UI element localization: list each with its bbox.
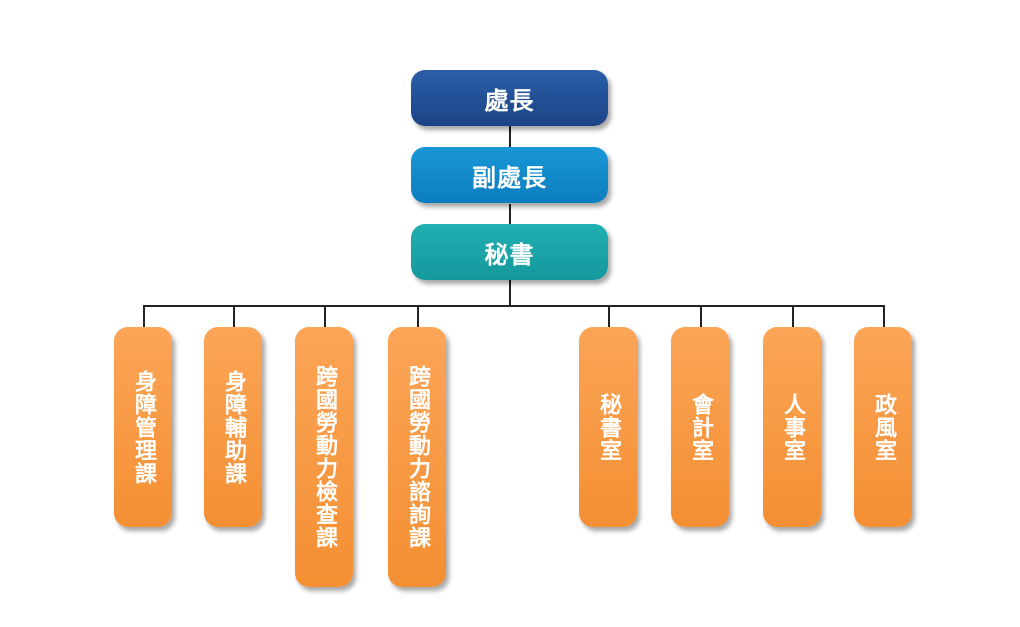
drop-line-7 [792, 305, 794, 329]
unit-secretariat-office: 秘書室 [579, 327, 637, 527]
drop-line-2 [233, 305, 235, 329]
unit-personnel-office: 人事室 [763, 327, 821, 527]
director-node: 處長 [411, 70, 608, 126]
deputy-director-label: 副處長 [472, 163, 547, 192]
deputy-director-node: 副處長 [411, 147, 608, 203]
drop-line-1 [143, 305, 145, 329]
unit-label: 身障輔助課 [221, 369, 246, 485]
unit-label: 身障管理課 [131, 369, 156, 485]
connector-director-deputy [509, 126, 511, 147]
horizontal-bus [143, 305, 885, 307]
drop-line-4 [417, 305, 419, 329]
unit-disability-assistance: 身障輔助課 [204, 327, 262, 527]
unit-label: 跨國勞動力諮詢課 [405, 365, 430, 549]
connector-secretary-bus [509, 280, 511, 306]
drop-line-8 [883, 305, 885, 329]
director-label: 處長 [484, 86, 535, 115]
drop-line-3 [324, 305, 326, 329]
unit-cross-border-labor-consultation: 跨國勞動力諮詢課 [388, 327, 446, 587]
unit-accounting-office: 會計室 [671, 327, 729, 527]
drop-line-6 [700, 305, 702, 329]
unit-cross-border-labor-inspection: 跨國勞動力檢查課 [295, 327, 353, 587]
unit-disability-management: 身障管理課 [114, 327, 172, 527]
unit-label: 會計室 [688, 392, 713, 462]
drop-line-5 [608, 305, 610, 329]
secretary-label: 秘書 [484, 240, 535, 269]
connector-deputy-secretary [509, 204, 511, 224]
unit-label: 人事室 [780, 392, 805, 462]
unit-ethics-office: 政風室 [854, 327, 912, 527]
unit-label: 秘書室 [596, 392, 621, 462]
secretary-node: 秘書 [411, 224, 608, 280]
unit-label: 跨國勞動力檢查課 [312, 365, 337, 549]
unit-label: 政風室 [871, 392, 896, 462]
